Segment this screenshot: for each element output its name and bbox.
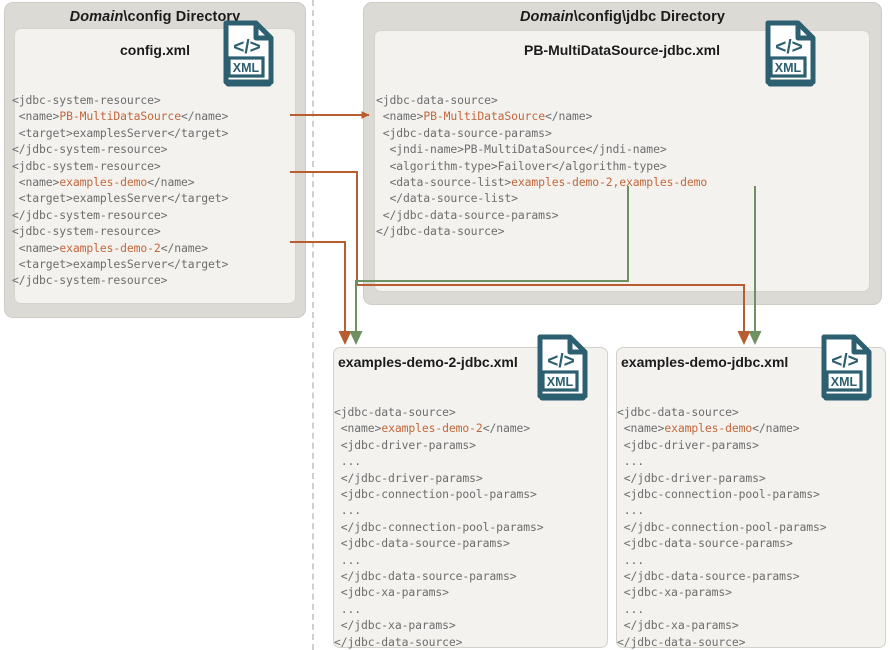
panel-left-title: Domain\config Directory [5,9,305,25]
xml-file-icon: </> XML [762,20,820,88]
xml-icon-label: XML [233,61,260,75]
panel-right-title-emphasis: Domain [519,9,574,25]
code-text: </name> <target>examplesServer</target> … [12,109,229,190]
xml-file-icon-svg: </> XML [765,20,816,87]
xml-file-icon: </> XML [818,334,876,402]
vertical-dashed-divider [312,0,314,650]
file-name-config-xml: config.xml [119,42,190,58]
code-highlight: examples-demo-2 [59,240,161,255]
xml-icon-label: XML [831,375,858,389]
xml-file-icon: </> XML [220,20,278,88]
xml-icon-code-glyph: </> [547,351,574,372]
code-highlight: PB-MultiDataSource [59,109,181,124]
file-name-pb-multidatasource-jdbc-xml: PB-MultiDataSource-jdbc.xml [523,42,721,58]
code-highlight: examples-demo-2 [381,421,483,436]
panel-left-title-rest: \config Directory [123,9,241,25]
xml-icon-label: XML [775,61,802,75]
code-text: </name> <jdbc-driver-params> ... </jdbc-… [617,421,827,649]
code-highlight: examples-demo-2,examples-demo [511,175,708,190]
code-block-config-xml: <jdbc-system-resource> <name>PB-MultiDat… [12,92,302,289]
code-block-examples-demo-2-jdbc-xml: <jdbc-data-source> <name>examples-demo-2… [334,404,606,650]
file-name-examples-demo-jdbc-xml: examples-demo-jdbc.xml [621,354,789,370]
code-highlight: PB-MultiDataSource [423,109,545,124]
code-highlight: examples-demo [664,421,753,436]
code-block-examples-demo-jdbc-xml: <jdbc-data-source> <name>examples-demo</… [617,404,885,650]
code-text: </name> <jdbc-driver-params> ... </jdbc-… [334,421,544,649]
arrowhead-examples-demo [737,331,751,345]
xml-icon-code-glyph: </> [831,351,858,372]
xml-file-icon: </> XML [534,334,592,402]
xml-file-icon-svg: </> XML [821,334,872,401]
code-text: <jdbc-data-source> <name> [376,93,498,124]
xml-icon-code-glyph: </> [775,37,802,58]
arrowhead-examples-demo-2 [338,331,352,345]
code-text: <jdbc-data-source> <name> [334,405,456,436]
code-highlight: examples-demo [59,175,148,190]
file-name-examples-demo-2-jdbc-xml: examples-demo-2-jdbc.xml [338,354,518,370]
arrowhead-list-examples-demo [748,331,762,345]
code-text: </data-source-list> </jdbc-data-source-p… [376,191,559,239]
code-text: </name> <target>examplesServer</target> … [12,175,229,255]
arrowhead-list-examples-demo-2 [349,331,363,345]
xml-file-icon-svg: </> XML [537,334,588,401]
xml-icon-label: XML [547,375,574,389]
panel-left-title-emphasis: Domain [69,9,124,25]
xml-file-icon-svg: </> XML [223,20,274,87]
xml-icon-code-glyph: </> [233,37,260,58]
code-text: </name> <target>examplesServer</target> … [12,240,229,288]
code-text: <jdbc-system-resource> <name> [12,93,161,124]
panel-right-title-rest: \config\jdbc Directory [573,9,726,25]
code-text: </name> <jdbc-data-source-params> <jndi-… [382,109,667,190]
code-block-pb-multidatasource-jdbc-xml: <jdbc-data-source> <name>PB-MultiDataSou… [376,92,866,240]
panel-right-title: Domain\config\jdbc Directory [364,9,881,25]
code-text: <jdbc-data-source> <name> [617,405,739,436]
